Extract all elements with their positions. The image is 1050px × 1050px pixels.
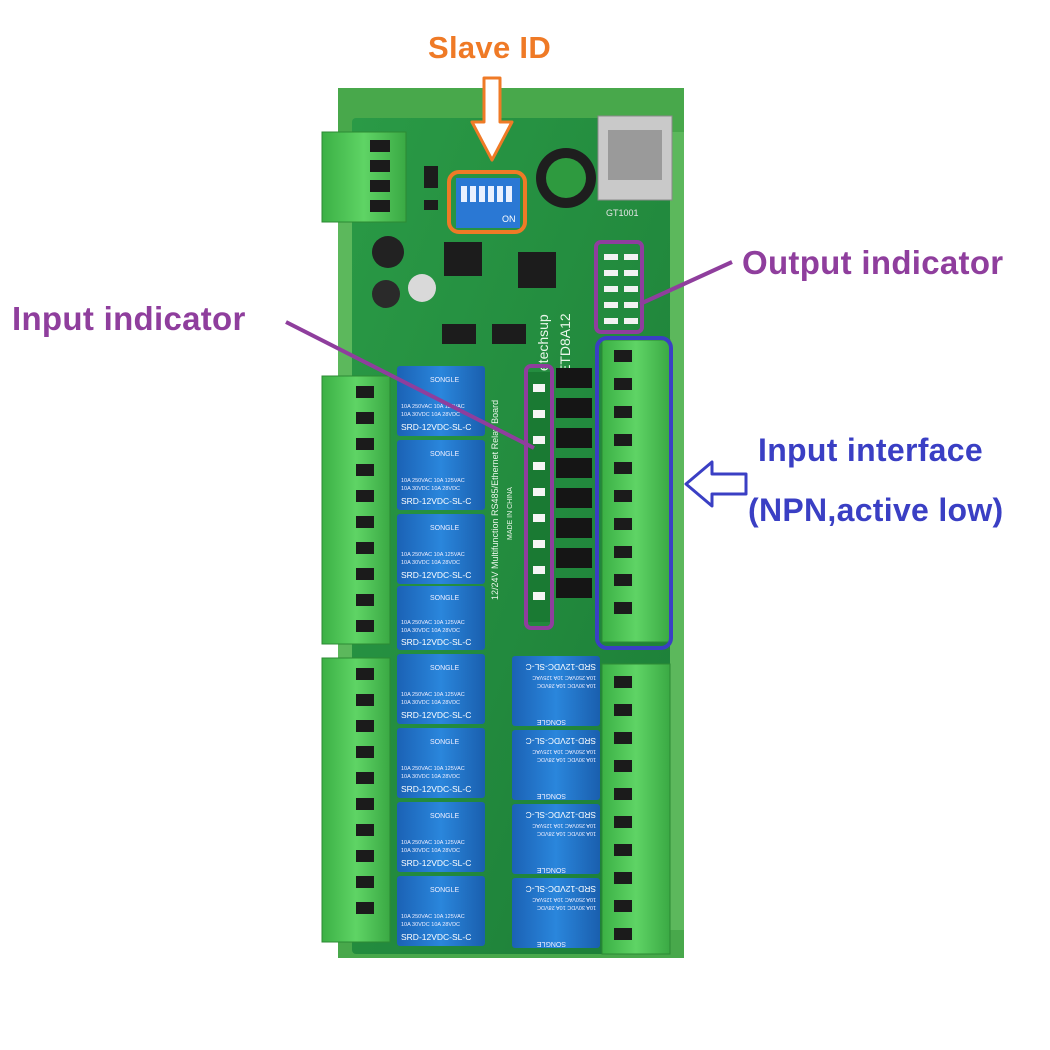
svg-text:10A 30VDC 10A 28VDC: 10A 30VDC 10A 28VDC — [401, 848, 460, 854]
svg-text:10A 30VDC 10A 28VDC: 10A 30VDC 10A 28VDC — [537, 904, 596, 910]
svg-text:10A 30VDC 10A 28VDC: 10A 30VDC 10A 28VDC — [401, 700, 460, 706]
svg-text:10A 250VAC 10A 125VAC: 10A 250VAC 10A 125VAC — [401, 478, 465, 484]
relay-9: SRD-12VDC-SL-C 10A 250VAC 10A 125VAC 10A… — [512, 656, 600, 726]
inductor — [536, 148, 596, 208]
dip-switch: ON — [456, 178, 520, 228]
svg-text:SRD-12VDC-SL-C: SRD-12VDC-SL-C — [401, 710, 471, 720]
input-indicator-highlight — [524, 364, 554, 630]
svg-text:SRD-12VDC-SL-C: SRD-12VDC-SL-C — [401, 932, 471, 942]
relay-2: SONGLE 10A 250VAC 10A 125VAC 10A 30VDC 1… — [397, 440, 485, 510]
svg-text:SONGLE: SONGLE — [430, 813, 460, 820]
brand-text: eletechsup — [535, 314, 551, 382]
svg-text:SONGLE: SONGLE — [430, 595, 460, 602]
svg-text:10A 250VAC 10A 125VAC: 10A 250VAC 10A 125VAC — [532, 822, 596, 828]
svg-text:SRD-12VDC-SL-C: SRD-12VDC-SL-C — [401, 570, 471, 580]
output-leds — [604, 254, 638, 324]
output-indicator-pointer — [639, 260, 733, 306]
svg-text:10A 30VDC 10A 28VDC: 10A 30VDC 10A 28VDC — [401, 486, 460, 492]
svg-text:10A 30VDC 10A 28VDC: 10A 30VDC 10A 28VDC — [401, 560, 460, 566]
slave-id-arrow-icon — [470, 76, 514, 162]
svg-text:10A 30VDC 10A 28VDC: 10A 30VDC 10A 28VDC — [401, 412, 460, 418]
relay-4: SONGLE 10A 250VAC 10A 125VAC 10A 30VDC 1… — [397, 586, 485, 650]
svg-text:10A 250VAC 10A 125VAC: 10A 250VAC 10A 125VAC — [401, 404, 465, 410]
connector-label: GT1001 — [606, 208, 639, 218]
svg-text:SONGLE: SONGLE — [430, 451, 460, 458]
svg-text:10A 30VDC 10A 28VDC: 10A 30VDC 10A 28VDC — [537, 830, 596, 836]
svg-text:10A 250VAC 10A 125VAC: 10A 250VAC 10A 125VAC — [401, 692, 465, 698]
input-interface-arrow-icon — [684, 460, 748, 508]
output-indicator-highlight — [594, 240, 644, 334]
optocouplers — [556, 368, 592, 598]
model-text: ETD8A12 — [557, 313, 573, 374]
svg-text:SONGLE: SONGLE — [536, 866, 566, 873]
relay-11: SRD-12VDC-SL-C 10A 250VAC 10A 125VAC 10A… — [512, 804, 600, 874]
input-indicator-label: Input indicator — [12, 300, 246, 337]
svg-text:10A 250VAC 10A 125VAC: 10A 250VAC 10A 125VAC — [401, 552, 465, 558]
svg-text:10A 250VAC 10A 125VAC: 10A 250VAC 10A 125VAC — [532, 674, 596, 680]
input-interface-highlight — [595, 336, 673, 650]
relays-left: SONGLE 10A 250VAC 10A 125VAC 10A 30VDC 1… — [397, 366, 485, 946]
left-terminals — [321, 375, 391, 943]
output-indicator-label: Output indicator — [742, 244, 1004, 281]
svg-text:SONGLE: SONGLE — [430, 525, 460, 532]
svg-text:SRD-12VDC-SL-C: SRD-12VDC-SL-C — [526, 810, 596, 820]
svg-text:SRD-12VDC-SL-C: SRD-12VDC-SL-C — [401, 637, 471, 647]
svg-text:10A 250VAC 10A 125VAC: 10A 250VAC 10A 125VAC — [401, 620, 465, 626]
relays-right: SRD-12VDC-SL-C 10A 250VAC 10A 125VAC 10A… — [512, 656, 600, 948]
svg-text:SONGLE: SONGLE — [430, 887, 460, 894]
input-interface-sublabel: (NPN,active low) — [748, 492, 1004, 528]
svg-text:10A 250VAC 10A 125VAC: 10A 250VAC 10A 125VAC — [401, 766, 465, 772]
svg-text:SONGLE: SONGLE — [536, 792, 566, 799]
svg-text:10A 30VDC 10A 28VDC: 10A 30VDC 10A 28VDC — [401, 628, 460, 634]
power-terminal — [321, 131, 407, 223]
svg-text:10A 30VDC 10A 28VDC: 10A 30VDC 10A 28VDC — [401, 922, 460, 928]
slave-id-highlight — [447, 170, 527, 234]
input-interface-label: Input interface — [758, 432, 983, 468]
ethernet-port: GT1001 — [597, 115, 673, 218]
relay-5: SONGLE 10A 250VAC 10A 125VAC 10A 30VDC 1… — [397, 654, 485, 724]
svg-text:10A 30VDC 10A 28VDC: 10A 30VDC 10A 28VDC — [401, 774, 460, 780]
made-in-text: MADE IN CHINA — [507, 487, 514, 540]
relay-3: SONGLE 10A 250VAC 10A 125VAC 10A 30VDC 1… — [397, 514, 485, 584]
dip-on-label: ON — [502, 214, 516, 224]
svg-text:SRD-12VDC-SL-C: SRD-12VDC-SL-C — [401, 858, 471, 868]
svg-text:10A 250VAC 10A 125VAC: 10A 250VAC 10A 125VAC — [401, 914, 465, 920]
relay-6: SONGLE 10A 250VAC 10A 125VAC 10A 30VDC 1… — [397, 728, 485, 798]
svg-text:SONGLE: SONGLE — [536, 940, 566, 947]
svg-text:10A 30VDC 10A 28VDC: 10A 30VDC 10A 28VDC — [537, 756, 596, 762]
relay-12: SRD-12VDC-SL-C 10A 250VAC 10A 125VAC 10A… — [512, 878, 600, 948]
slave-id-label: Slave ID — [428, 30, 552, 65]
svg-text:10A 30VDC 10A 28VDC: 10A 30VDC 10A 28VDC — [537, 682, 596, 688]
svg-text:SRD-12VDC-SL-C: SRD-12VDC-SL-C — [526, 736, 596, 746]
svg-text:SRD-12VDC-SL-C: SRD-12VDC-SL-C — [401, 422, 471, 432]
svg-text:SONGLE: SONGLE — [430, 377, 460, 384]
svg-text:10A 250VAC 10A 125VAC: 10A 250VAC 10A 125VAC — [401, 840, 465, 846]
relay-10: SRD-12VDC-SL-C 10A 250VAC 10A 125VAC 10A… — [512, 730, 600, 800]
svg-text:SRD-12VDC-SL-C: SRD-12VDC-SL-C — [401, 496, 471, 506]
relay-7: SONGLE 10A 250VAC 10A 125VAC 10A 30VDC 1… — [397, 802, 485, 872]
capacitors — [372, 236, 436, 308]
input-indicator-pointer — [285, 320, 535, 450]
svg-text:SONGLE: SONGLE — [430, 739, 460, 746]
chips — [424, 166, 556, 344]
svg-text:10A 250VAC 10A 125VAC: 10A 250VAC 10A 125VAC — [532, 748, 596, 754]
svg-text:10A 250VAC 10A 125VAC: 10A 250VAC 10A 125VAC — [532, 896, 596, 902]
description-text: 12/24V Multifunction RS485/Ethernet Rela… — [490, 400, 500, 600]
svg-text:SONGLE: SONGLE — [430, 665, 460, 672]
svg-text:SONGLE: SONGLE — [536, 718, 566, 725]
svg-text:SRD-12VDC-SL-C: SRD-12VDC-SL-C — [526, 662, 596, 672]
relay-8: SONGLE 10A 250VAC 10A 125VAC 10A 30VDC 1… — [397, 876, 485, 946]
svg-text:SRD-12VDC-SL-C: SRD-12VDC-SL-C — [401, 784, 471, 794]
input-leds — [528, 372, 550, 622]
svg-text:SRD-12VDC-SL-C: SRD-12VDC-SL-C — [526, 884, 596, 894]
right-terminals — [601, 339, 671, 955]
